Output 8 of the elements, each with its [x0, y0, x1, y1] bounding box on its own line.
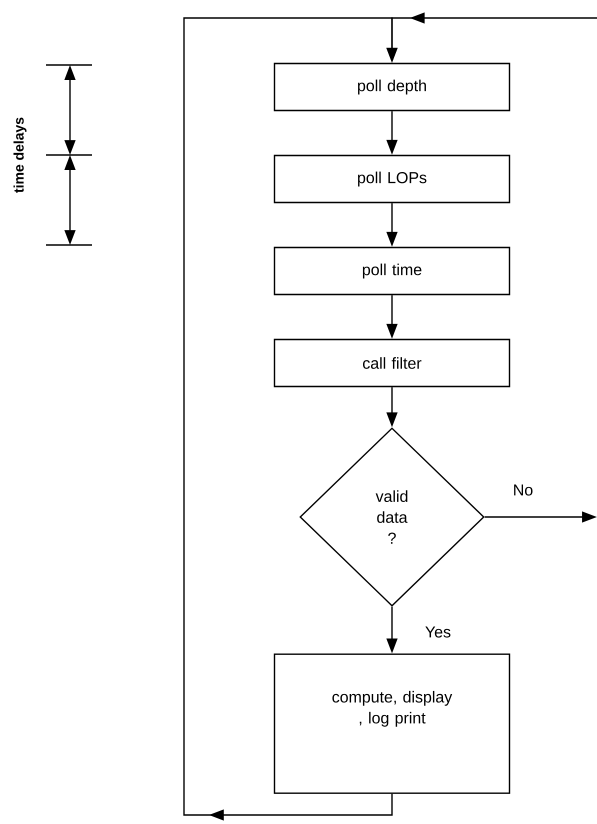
dimension-label: time delays	[14, 118, 26, 193]
process-box: compute, display , log print	[274, 654, 510, 794]
edge-label: Yes	[424, 625, 452, 639]
process-box: poll depth	[274, 62, 510, 112]
edge-label: No	[512, 483, 534, 497]
process-box: call filter	[274, 338, 510, 388]
process-box: poll time	[274, 246, 510, 296]
process-box: poll LOPs	[274, 154, 510, 204]
